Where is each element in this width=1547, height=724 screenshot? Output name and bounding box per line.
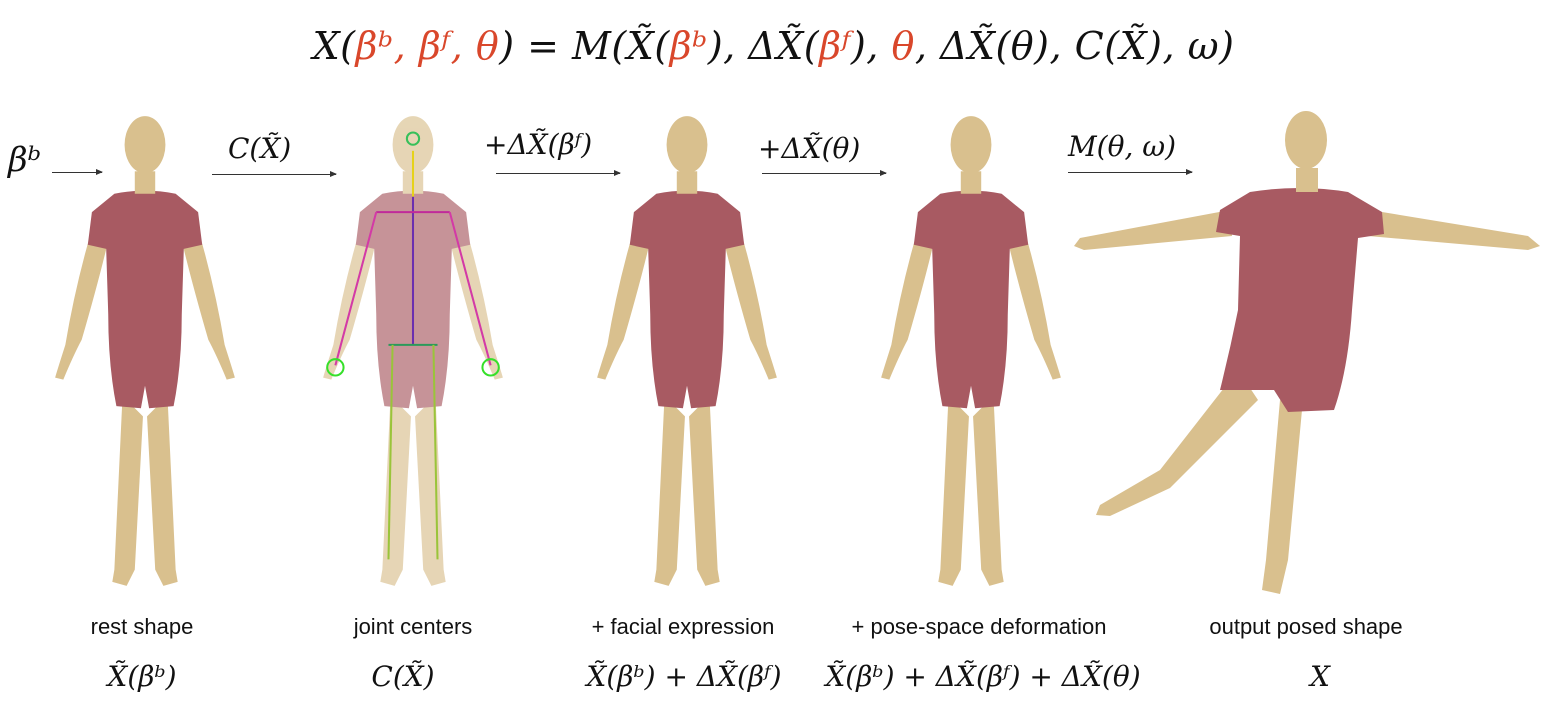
eq-theta2: θ: [891, 24, 915, 68]
eq-beta-f: βᶠ: [418, 24, 451, 68]
eq-mid3: ),: [850, 24, 892, 68]
arrow-label-beta-b: βᵇ: [8, 140, 42, 180]
formula-facial-expression: X̃(βᵇ) + ΔX̃(βᶠ): [586, 660, 782, 693]
arrow-label-joint-centers: C(X̃): [228, 132, 292, 165]
skeleton-overlay: [326, 131, 500, 560]
caption-rest-shape: rest shape: [90, 614, 194, 639]
pose-space-figure: [881, 116, 1061, 586]
caption-pose-space: + pose-space deformation: [851, 614, 1107, 639]
eq-rhs: , ΔX̃(θ), C(X̃), ω): [914, 24, 1235, 68]
formula-output: X: [1310, 660, 1330, 693]
formula-joint-centers: C(X̃): [371, 660, 435, 693]
formula-pose-space: X̃(βᵇ) + ΔX̃(βᶠ) + ΔX̃(θ): [825, 660, 1141, 693]
caption-facial-expression: + facial expression: [591, 614, 775, 639]
eq-sep2: ,: [450, 24, 476, 68]
eq-theta: θ: [475, 24, 500, 68]
facial-expression-figure: [597, 116, 777, 586]
arrow-2: [212, 171, 337, 177]
arrow-5: [1068, 169, 1193, 175]
caption-output-posed: output posed shape: [1209, 614, 1403, 639]
arrow-label-posing: M(θ, ω): [1068, 130, 1177, 163]
arrow-1: [52, 169, 103, 175]
arrow-label-facial: +ΔX̃(βᶠ): [484, 128, 593, 161]
arrow-label-pose-space: +ΔX̃(θ): [758, 132, 861, 165]
eq-beta-b: βᵇ: [355, 24, 394, 68]
arrow-3: [496, 170, 621, 176]
eq-beta-b2: βᵇ: [669, 24, 708, 68]
arrow-4: [762, 170, 887, 176]
caption-joint-centers: joint centers: [353, 614, 473, 639]
eq-mid: ) = M(X̃(: [499, 24, 670, 68]
model-equation: X(βᵇ, βᶠ, θ) = M(X̃(βᵇ), ΔX̃(βᶠ), θ, ΔX̃…: [0, 24, 1547, 68]
eq-sep1: ,: [393, 24, 419, 68]
eq-lhs: X(: [312, 24, 356, 68]
formula-rest-shape: X̃(βᵇ): [107, 660, 177, 693]
rest-shape-figure: [55, 116, 235, 586]
eq-mid2: ), ΔX̃(: [707, 24, 820, 68]
joint-centers-figure: [323, 116, 503, 586]
posed-shape-figure: [1074, 111, 1540, 594]
eq-beta-f2: βᶠ: [819, 24, 851, 68]
